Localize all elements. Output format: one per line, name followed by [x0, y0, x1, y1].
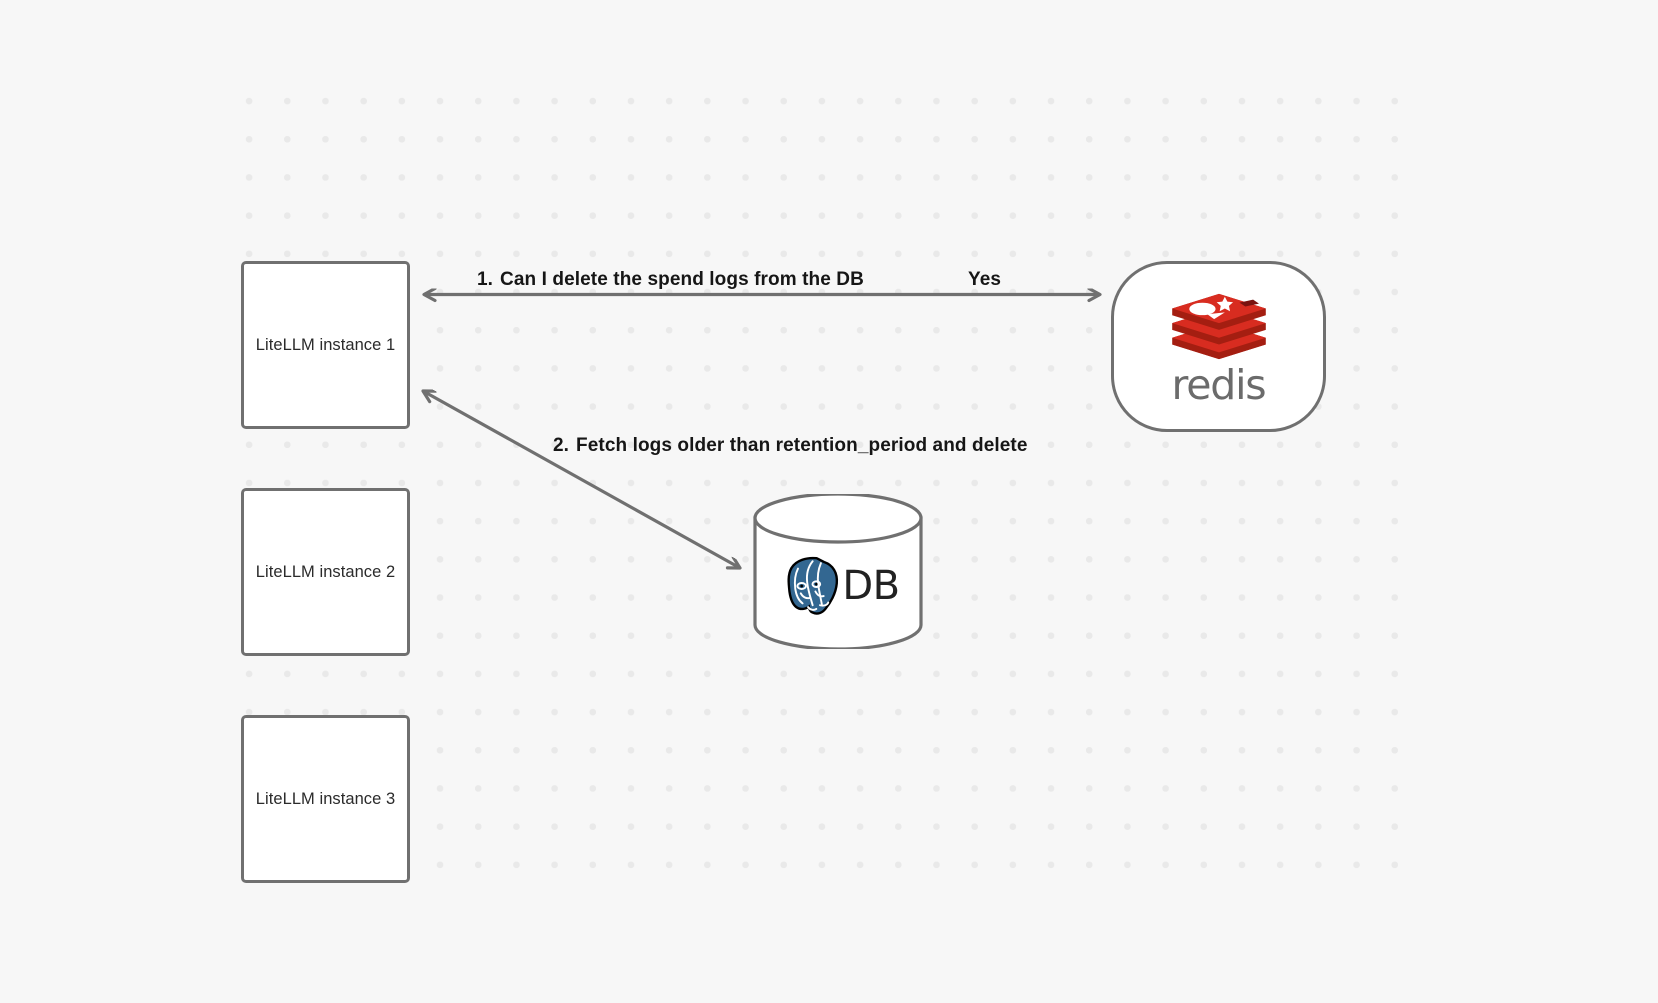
redis-wordmark: redis: [1171, 361, 1267, 409]
edge-label-step-2-text: Fetch logs older than retention_period a…: [576, 435, 1028, 456]
edge-label-step-1-number: 1.: [477, 269, 494, 290]
edge-label-step-1: 1. Can I delete the spend logs from the D…: [477, 269, 864, 291]
postgresql-elephant-icon: [787, 556, 839, 615]
edge-label-step-2-number: 2.: [553, 435, 570, 456]
edge-label-step-2: 2. Fetch logs older than retention_period…: [553, 435, 1028, 457]
edge-litellm1-db: [423, 391, 740, 568]
node-litellm-instance-2[interactable]: LiteLLM instance 2: [241, 488, 410, 656]
node-litellm-instance-3-label: LiteLLM instance 3: [255, 789, 396, 808]
node-redis[interactable]: redis: [1111, 261, 1326, 432]
node-litellm-instance-3[interactable]: LiteLLM instance 3: [241, 715, 410, 883]
node-litellm-instance-1-label: LiteLLM instance 1: [255, 335, 396, 354]
edge-label-step-1-text: Can I delete the spend logs from the DB: [500, 269, 864, 290]
node-database[interactable]: DB: [752, 494, 924, 649]
edge-label-step-1-answer: Yes: [968, 269, 1001, 291]
node-litellm-instance-2-label: LiteLLM instance 2: [255, 562, 396, 581]
redis-logo-icon: [1171, 293, 1266, 360]
database-label: DB: [842, 563, 900, 609]
edge-label-step-1-answer-text: Yes: [968, 269, 1002, 290]
node-litellm-instance-1[interactable]: LiteLLM instance 1: [241, 261, 410, 429]
